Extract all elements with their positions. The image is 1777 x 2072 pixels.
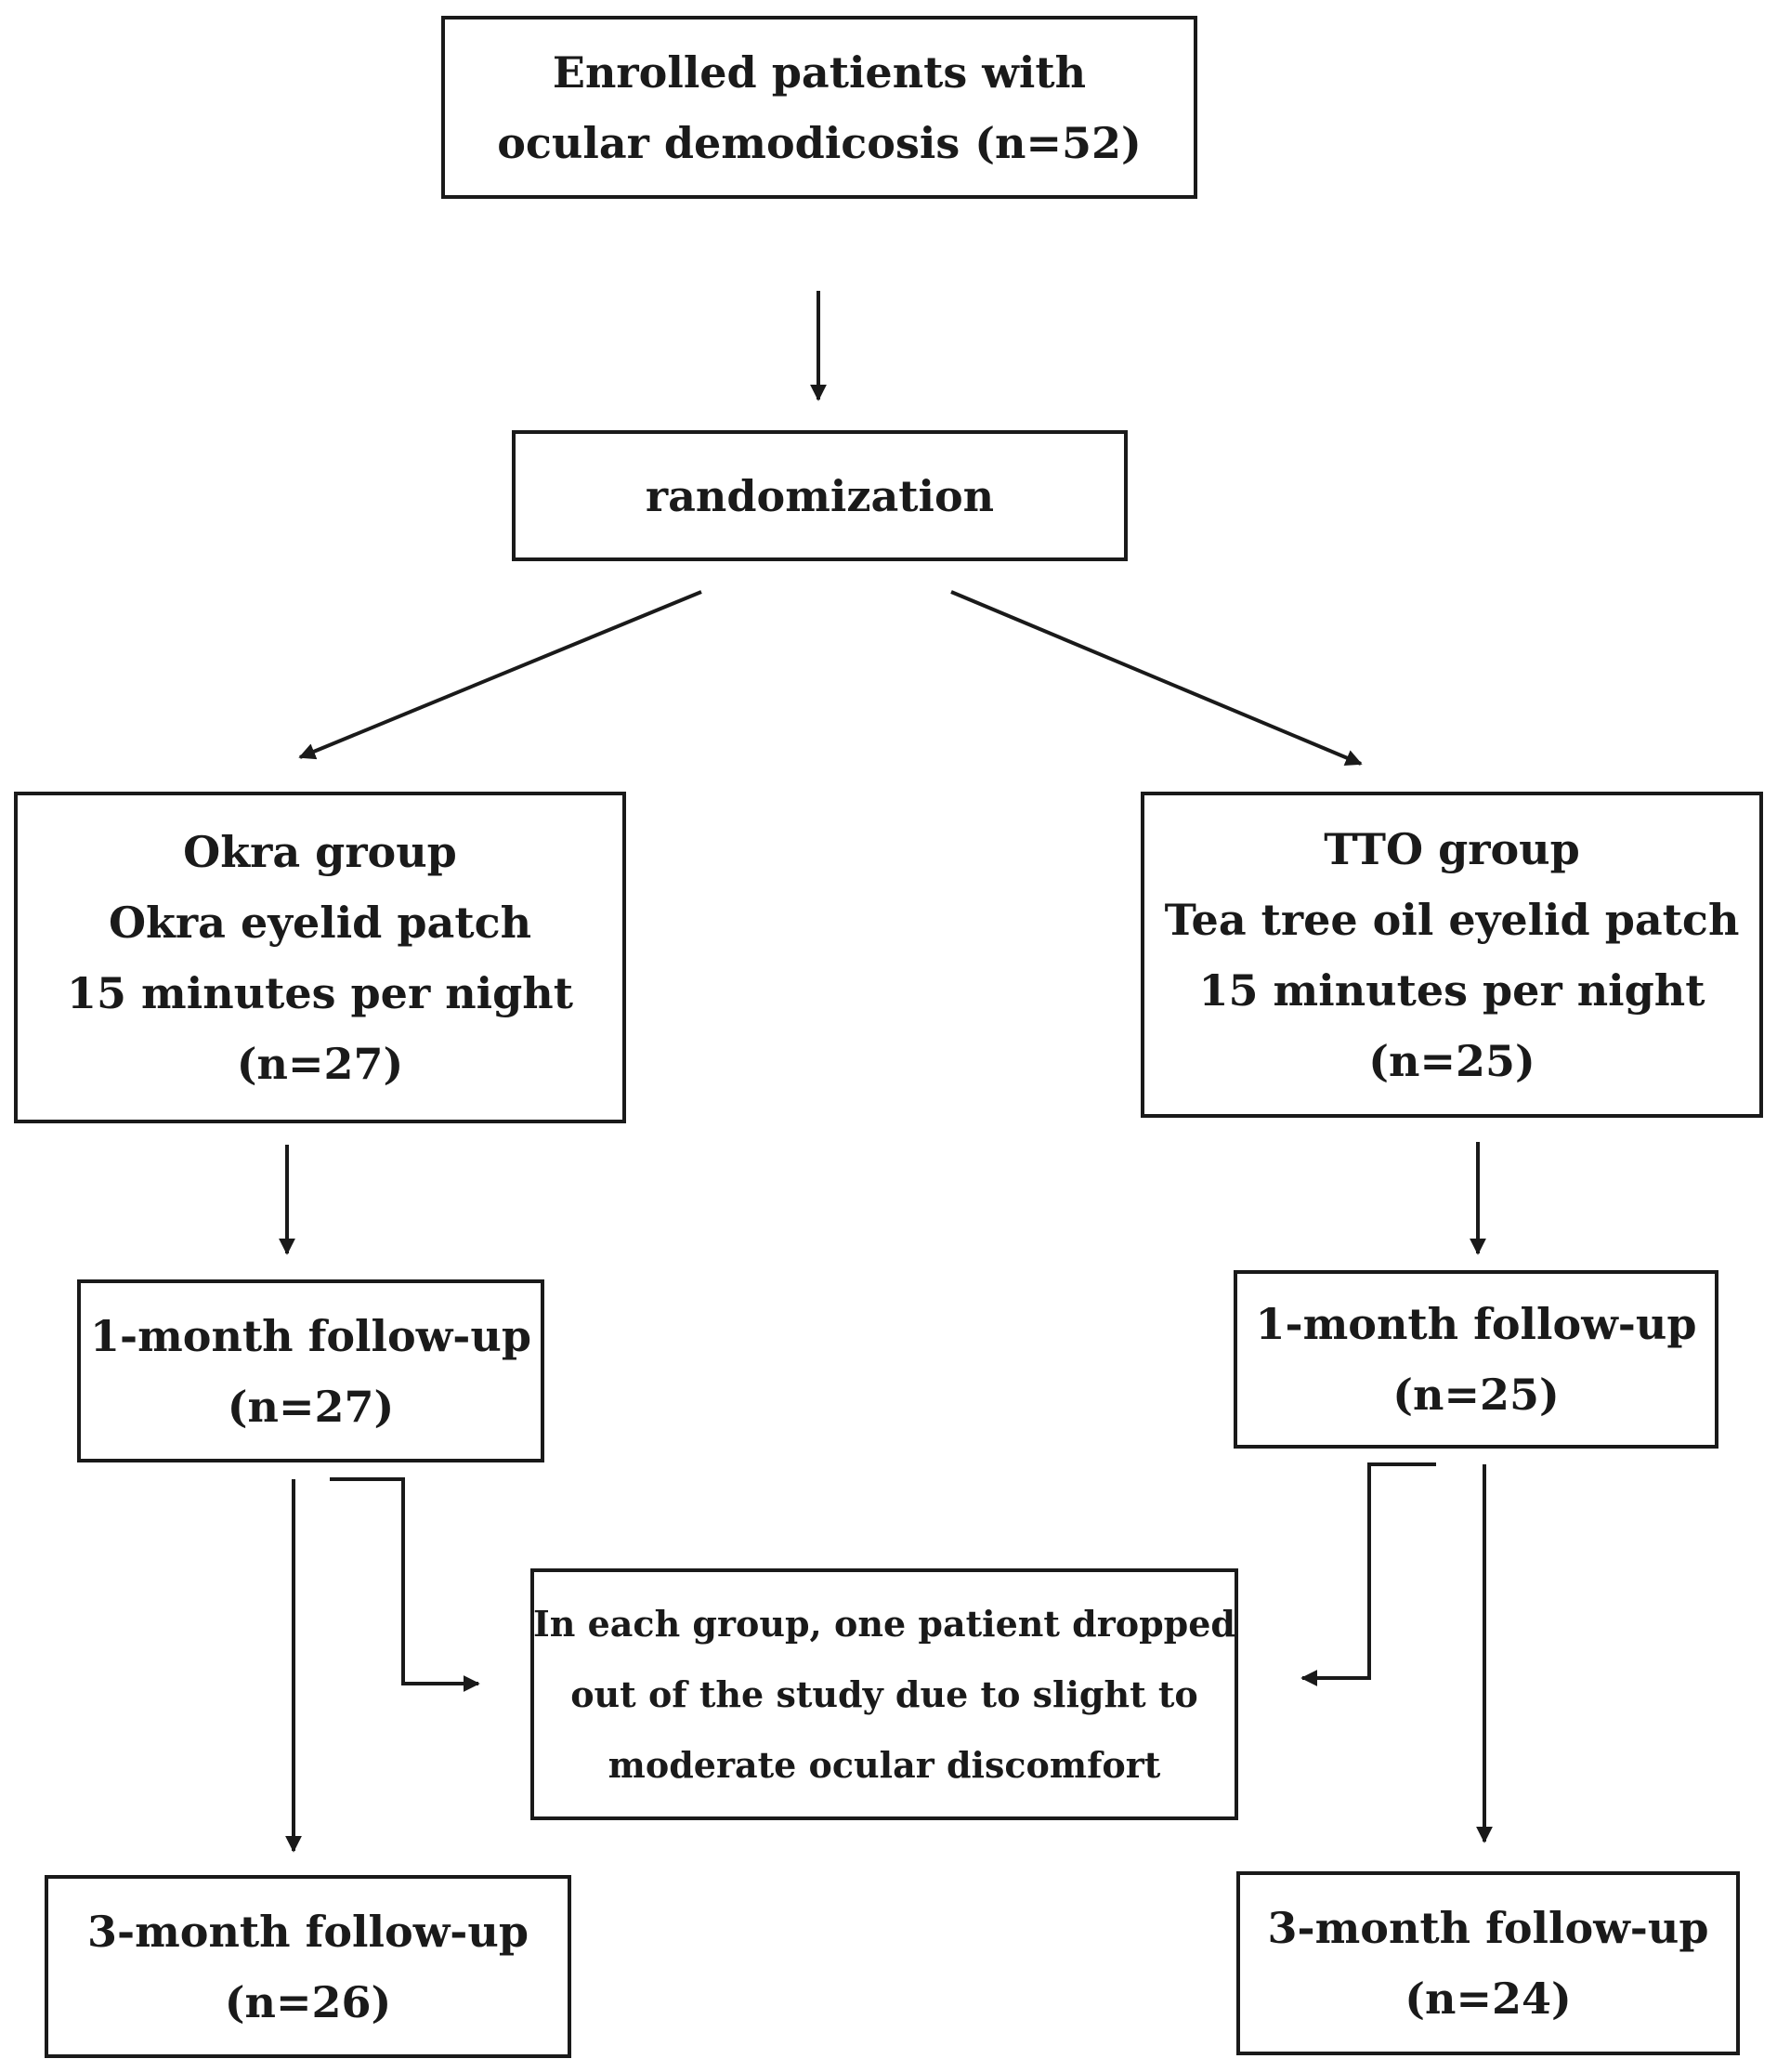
box-text-line: Enrolled patients with xyxy=(552,46,1087,98)
box-text-line: (n=27) xyxy=(236,1038,404,1089)
box-text-line: out of the study due to slight to xyxy=(570,1672,1198,1715)
enrolled-patients-box: Enrolled patients with ocular demodicosi… xyxy=(441,16,1197,199)
dropout-note-box: In each group, one patient dropped out o… xyxy=(530,1568,1238,1820)
arrow-randomization-to-okra xyxy=(298,590,702,760)
box-text-line: (n=27) xyxy=(227,1381,395,1432)
okra-group-box: Okra group Okra eyelid patch 15 minutes … xyxy=(14,792,626,1123)
box-text-line: 15 minutes per night xyxy=(1198,964,1705,1016)
arrow-tto-dropout xyxy=(1300,1462,1436,1686)
box-text-line: (n=25) xyxy=(1368,1035,1535,1086)
arrow-okra-dropout xyxy=(330,1477,480,1692)
box-text-line: randomization xyxy=(645,470,995,521)
box-text-line: In each group, one patient dropped xyxy=(533,1602,1235,1645)
box-text-line: Tea tree oil eyelid patch xyxy=(1164,894,1740,945)
okra-3month-followup-box: 3-month follow-up (n=26) xyxy=(45,1875,571,2058)
box-text-line: TTO group xyxy=(1324,823,1580,874)
tto-3month-followup-box: 3-month follow-up (n=24) xyxy=(1236,1871,1740,2055)
box-text-line: 1-month follow-up xyxy=(89,1310,531,1361)
box-text-line: (n=26) xyxy=(224,1976,392,2027)
box-text-line: moderate ocular discomfort xyxy=(608,1743,1161,1786)
arrow-randomization-to-tto xyxy=(950,590,1363,767)
box-text-line: 3-month follow-up xyxy=(1267,1903,1709,1953)
okra-1month-followup-box: 1-month follow-up (n=27) xyxy=(77,1279,544,1462)
tto-1month-followup-box: 1-month follow-up (n=25) xyxy=(1234,1270,1718,1449)
box-text-line: 1-month follow-up xyxy=(1255,1299,1697,1349)
randomization-box: randomization xyxy=(512,430,1128,561)
box-text-line: 15 minutes per night xyxy=(67,967,573,1018)
box-text-line: (n=25) xyxy=(1392,1370,1560,1420)
box-text-line: Okra eyelid patch xyxy=(108,897,532,948)
box-text-line: 3-month follow-up xyxy=(86,1906,529,1957)
box-text-line: Okra group xyxy=(183,826,457,877)
box-text-line: ocular demodicosis (n=52) xyxy=(497,117,1142,168)
tto-group-box: TTO group Tea tree oil eyelid patch 15 m… xyxy=(1141,792,1763,1118)
box-text-line: (n=24) xyxy=(1405,1974,1572,2024)
